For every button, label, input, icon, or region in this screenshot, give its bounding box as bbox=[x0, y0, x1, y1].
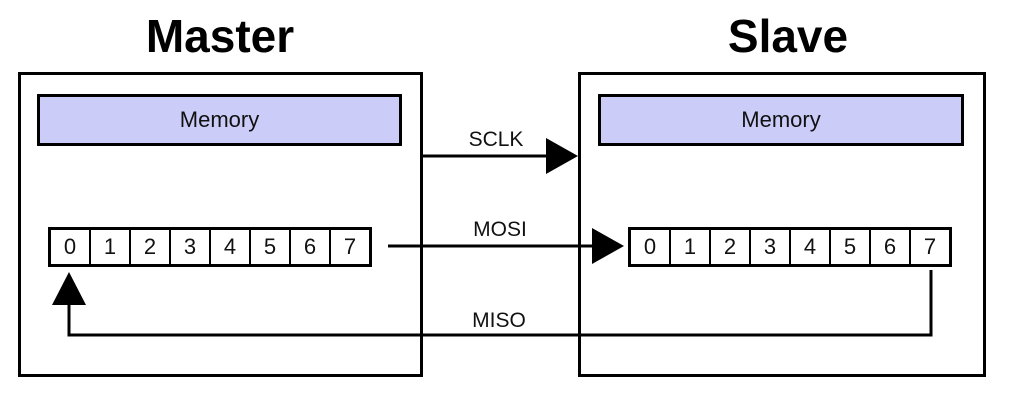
slave-bit-4: 4 bbox=[791, 230, 831, 264]
master-bit-7: 7 bbox=[343, 234, 357, 259]
slave-bit-2: 2 bbox=[711, 230, 751, 264]
master-bit-1: 1 bbox=[91, 230, 131, 264]
master-bit-0: 0 bbox=[51, 230, 91, 264]
master-bit-6: 6 bbox=[291, 230, 331, 264]
slave-memory: Memory bbox=[598, 94, 964, 146]
slave-bit-5: 5 bbox=[831, 230, 871, 264]
slave-bit-6: 6 bbox=[871, 230, 911, 264]
slave-memory-label: Memory bbox=[741, 107, 821, 132]
master-memory: Memory bbox=[37, 94, 402, 146]
slave-shift-register: 0 1 2 3 4 5 6 7 bbox=[628, 227, 952, 267]
slave-bit-7: 7 bbox=[923, 234, 937, 259]
sclk-arrowhead bbox=[546, 138, 578, 174]
master-bit-4: 4 bbox=[211, 230, 251, 264]
master-memory-label: Memory bbox=[179, 107, 260, 132]
master-bit-3: 3 bbox=[171, 230, 211, 264]
slave-bit-1: 1 bbox=[671, 230, 711, 264]
slave-bit-3: 3 bbox=[751, 230, 791, 264]
mosi-arrowhead bbox=[592, 228, 624, 264]
master-title: Master bbox=[145, 10, 295, 62]
master-bit-2: 2 bbox=[131, 230, 171, 264]
master-bit-5: 5 bbox=[251, 230, 291, 264]
sclk-label: SCLK bbox=[469, 128, 524, 151]
mosi-label: MOSI bbox=[473, 218, 527, 241]
miso-arrowhead bbox=[52, 272, 86, 305]
slave-bit-0: 0 bbox=[631, 230, 671, 264]
miso-line bbox=[67, 270, 933, 337]
master-shift-register: 0 1 2 3 4 5 6 7 bbox=[48, 227, 372, 267]
slave-title: Slave bbox=[727, 10, 849, 62]
miso-label: MISO bbox=[472, 309, 526, 332]
